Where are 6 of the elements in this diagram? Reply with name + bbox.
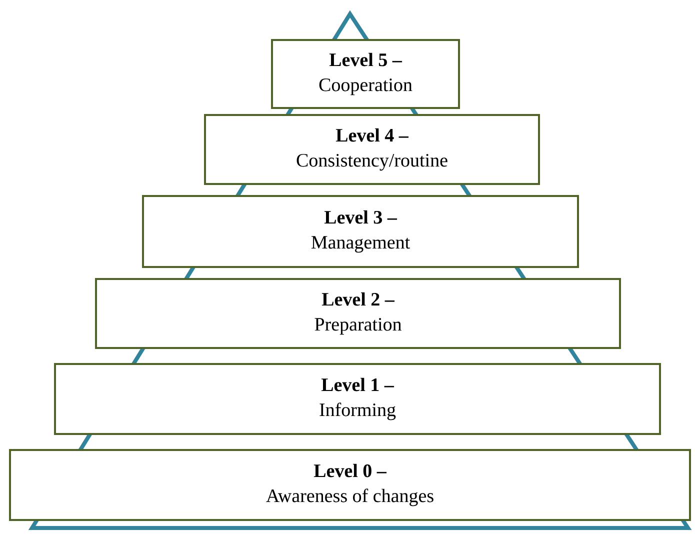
level-box: Level 3 – Management bbox=[142, 194, 579, 268]
level-box: Level 0 – Awareness of changes bbox=[9, 448, 691, 521]
level-box: Level 1 – Informing bbox=[54, 362, 661, 435]
level-box: Level 2 – Preparation bbox=[95, 278, 621, 349]
level-box: Level 4 – Consistency/routine bbox=[204, 114, 540, 185]
level-box: Level 5 – Cooperation bbox=[271, 39, 460, 109]
